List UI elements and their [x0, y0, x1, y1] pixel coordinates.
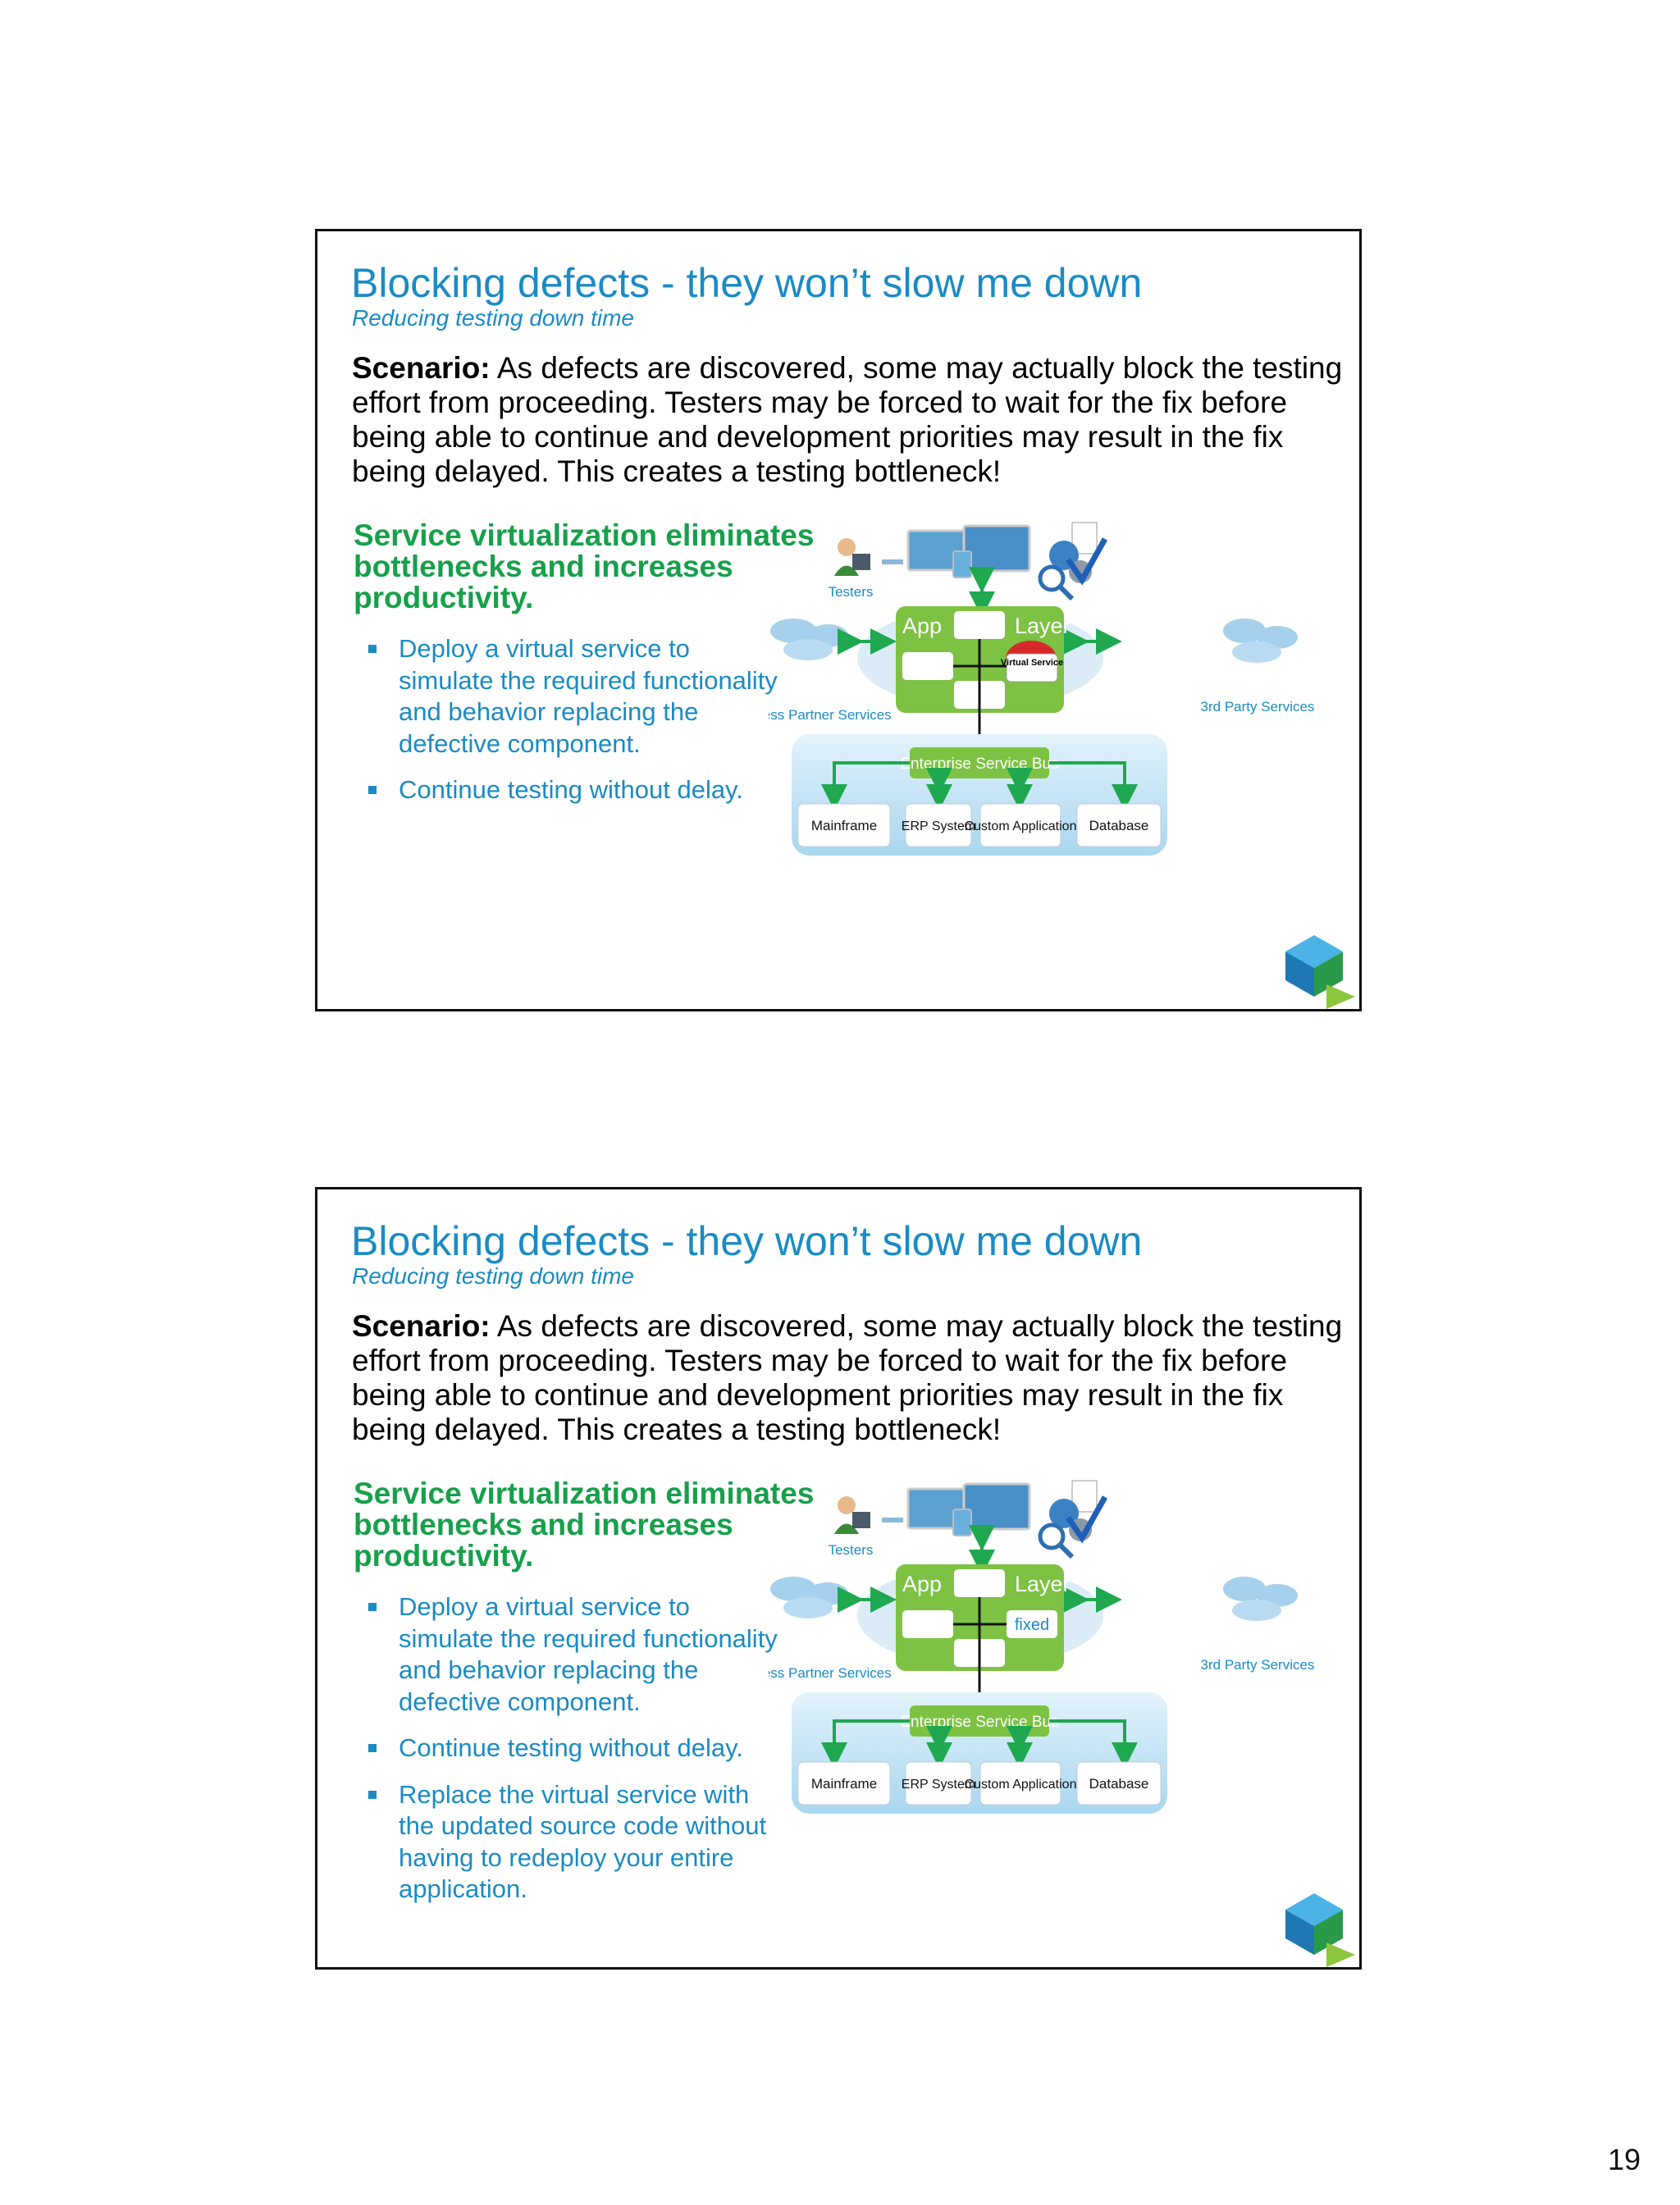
esb-label: Enterprise Service Bus: [900, 756, 1058, 773]
bullet-item: Continue testing without delay.: [352, 774, 778, 806]
scenario-text: As defects are discovered, some may actu…: [352, 1309, 1343, 1446]
erp-box: [905, 1761, 972, 1806]
bullet-item: Deploy a virtual service to simulate the…: [352, 1591, 778, 1718]
bullet-square-icon: [368, 1790, 377, 1799]
app-label: App: [902, 614, 942, 638]
architecture-diagram: Testers Business Partner Services 3rd Pa: [769, 522, 1315, 856]
green-heading: Service virtualization eliminates bottle…: [354, 518, 815, 614]
svg-text:Mainframe: Mainframe: [811, 818, 877, 833]
business-partner-label: Business Partner Services: [769, 1665, 892, 1681]
bullet-square-icon: [368, 1603, 377, 1611]
esb-arrow: [821, 761, 910, 810]
scenario-paragraph: Scenario: As defects are discovered, som…: [352, 1309, 1344, 1447]
svg-text:Mainframe: Mainframe: [811, 1776, 877, 1792]
slide-subtitle: Reducing testing down time: [352, 1263, 634, 1289]
third-party-label: 3rd Party Services: [1201, 699, 1315, 714]
app-component: [902, 652, 953, 680]
scenario-label: Scenario:: [352, 351, 491, 385]
bullet-square-icon: [368, 1744, 377, 1752]
testers-label: Testers: [829, 584, 874, 600]
cloud-icon: [1223, 619, 1298, 663]
bullet-item: Deploy a virtual service to simulate the…: [352, 633, 778, 760]
devices-icon: [906, 524, 1031, 578]
testers-label: Testers: [829, 1542, 874, 1558]
bullet-list: Deploy a virtual service to simulate the…: [352, 633, 778, 821]
app-component: [902, 1610, 953, 1638]
esb-label: Enterprise Service Bus: [900, 1714, 1058, 1731]
architecture-diagram: Testers Business Partner Services 3rd Pa…: [769, 1480, 1315, 1814]
slide-1: Blocking defects - they won’t slow me do…: [315, 229, 1362, 1011]
slide-2: Blocking defects - they won’t slow me do…: [315, 1187, 1362, 1970]
mainframe-box: [797, 1761, 891, 1806]
slide-title: Blocking defects - they won’t slow me do…: [351, 260, 1143, 306]
devices-icon: [906, 1482, 1031, 1536]
logo-cube-icon: [1285, 1893, 1355, 1967]
slide-title: Blocking defects - they won’t slow me do…: [351, 1218, 1143, 1264]
gears-checklist-icon: [1038, 522, 1108, 601]
svg-text:ERP System: ERP System: [902, 819, 975, 833]
scenario-paragraph: Scenario: As defects are discovered, som…: [352, 351, 1344, 489]
layer-label: Layer: [1015, 1572, 1071, 1596]
backend-boxes: Mainframe ERP System Custom Application …: [797, 803, 1162, 847]
virtual-service-label: Virtual Service: [1001, 658, 1063, 668]
svg-text:ERP System: ERP System: [902, 1778, 975, 1792]
slide-subtitle: Reducing testing down time: [352, 305, 634, 331]
tester-person-icon: [834, 538, 870, 576]
app-component: [954, 611, 1005, 639]
virtual-service-box: [1006, 653, 1058, 682]
bullet-square-icon: [368, 645, 377, 653]
cloud-icon: [1223, 1577, 1298, 1621]
scenario-text: As defects are discovered, some may actu…: [352, 351, 1343, 488]
app-component: [954, 1569, 1005, 1597]
cloud-icon: [770, 1577, 848, 1618]
esb-arrow: [821, 1719, 910, 1769]
svg-text:Custom Application: Custom Application: [965, 819, 1077, 833]
backend-boxes: Mainframe ERP System Custom Application …: [797, 1761, 1162, 1806]
database-box: [1076, 1761, 1162, 1806]
database-box: [1076, 803, 1162, 847]
fixed-label: fixed: [1015, 1616, 1049, 1634]
green-heading: Service virtualization eliminates bottle…: [354, 1477, 815, 1573]
esb-arrow: [1049, 761, 1138, 810]
business-partner-label: Business Partner Services: [769, 707, 892, 723]
logo-cube-icon: [1285, 935, 1355, 1009]
fixed-service-box: [1007, 1610, 1057, 1638]
cloud-icon: [770, 619, 848, 660]
svg-text:Database: Database: [1089, 1776, 1149, 1792]
bullet-item: Replace the virtual service with the upd…: [352, 1779, 778, 1906]
erp-box: [905, 803, 972, 847]
third-party-label: 3rd Party Services: [1201, 1657, 1315, 1673]
svg-text:Database: Database: [1089, 818, 1149, 833]
page-number: 19: [1608, 2143, 1641, 2176]
esb-arrow: [1049, 1719, 1138, 1769]
app-label: App: [902, 1572, 942, 1596]
bullet-square-icon: [368, 786, 377, 794]
bullet-item: Continue testing without delay.: [352, 1732, 778, 1764]
svg-text:Custom Application: Custom Application: [965, 1778, 1077, 1792]
tester-person-icon: [834, 1496, 870, 1534]
custom-app-box: [979, 1761, 1061, 1806]
bullet-list: Deploy a virtual service to simulate the…: [352, 1591, 778, 1920]
gears-checklist-icon: [1038, 1480, 1108, 1559]
custom-app-box: [979, 803, 1061, 847]
scenario-label: Scenario:: [352, 1309, 491, 1343]
layer-label: Layer: [1015, 614, 1071, 638]
mainframe-box: [797, 803, 891, 847]
